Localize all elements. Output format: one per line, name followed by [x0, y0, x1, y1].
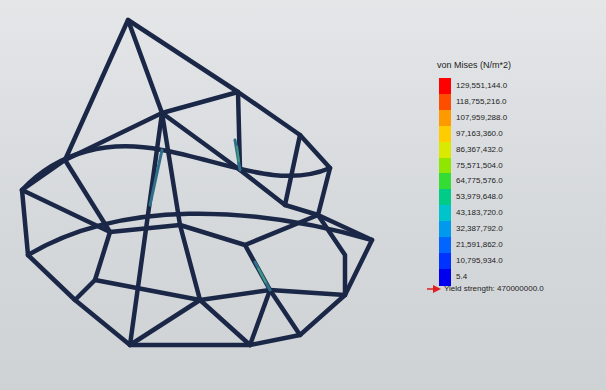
legend-value: 129,551,144.0	[456, 81, 507, 90]
legend-value: 97,163,360.0	[456, 129, 503, 138]
colorbar-swatch	[439, 158, 451, 175]
colorbar-swatch	[439, 253, 451, 270]
colorbar-swatch	[439, 205, 451, 222]
legend-value: 32,387,792.0	[456, 224, 503, 233]
legend-value: 21,591,862.0	[456, 240, 503, 249]
colorbar-swatch	[439, 189, 451, 206]
legend-title: von Mises (N/m*2)	[437, 60, 511, 70]
colorbar-swatch	[439, 110, 451, 127]
colorbar-swatch	[439, 173, 451, 190]
legend-value: 43,183,720.0	[456, 208, 503, 217]
colorbar-swatch	[439, 78, 451, 95]
yield-strength-label: Yield strength: 470000000.0	[444, 284, 544, 293]
colorbar-swatch	[439, 142, 451, 159]
legend-value: 86,367,432.0	[456, 145, 503, 154]
colorbar-swatch	[439, 126, 451, 143]
colorbar-swatch	[439, 237, 451, 254]
colorbar-swatch	[439, 94, 451, 111]
legend-value: 118,755,216.0	[456, 97, 507, 106]
legend-value: 53,979,648.0	[456, 192, 503, 201]
legend-value: 64,775,576.0	[456, 176, 503, 185]
legend-value: 75,571,504.0	[456, 161, 503, 170]
legend-value: 107,959,288.0	[456, 113, 507, 122]
legend-value: 10,795,934.0	[456, 256, 503, 265]
colorbar-swatch	[439, 221, 451, 238]
legend-value: 5.4	[456, 272, 467, 281]
colorbar-swatch	[439, 269, 451, 286]
